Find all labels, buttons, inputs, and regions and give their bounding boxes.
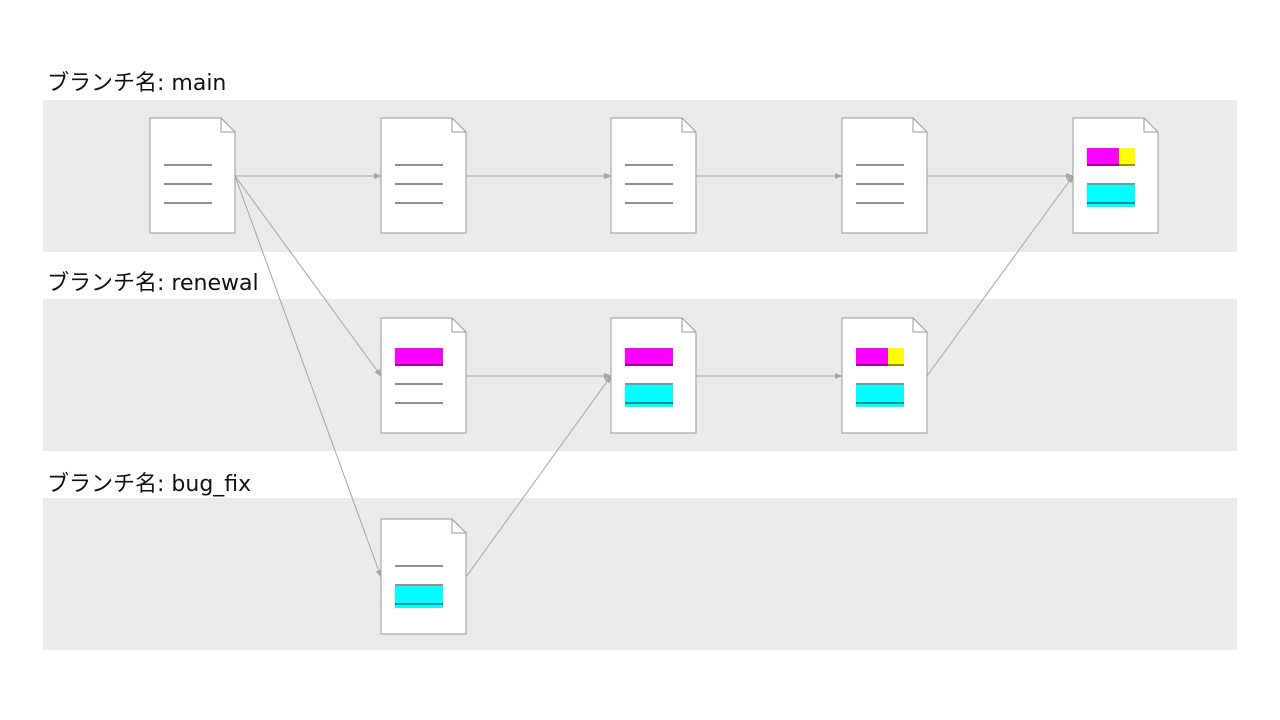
document-main-2 [380, 117, 467, 234]
document-page-icon [1072, 117, 1159, 234]
page-fold [681, 118, 696, 133]
highlight-magenta [856, 348, 888, 366]
document-main-3 [610, 117, 697, 234]
highlight-magenta [1087, 148, 1119, 166]
highlight-cyan [856, 385, 904, 407]
document-page-icon [841, 317, 928, 434]
highlight-cyan [625, 385, 673, 407]
highlight-magenta [395, 348, 443, 366]
document-bug_fix-1 [380, 518, 467, 635]
page-fold [912, 318, 927, 333]
page-fold [220, 118, 235, 133]
highlight-yellow [1119, 148, 1135, 166]
page-fold [681, 318, 696, 333]
document-renewal-1 [380, 317, 467, 434]
document-page-icon [610, 317, 697, 434]
document-renewal-2 [610, 317, 697, 434]
edges-layer [234, 173, 1074, 578]
branch-label-renewal: ブランチ名: renewal [47, 271, 259, 296]
document-page-icon [380, 317, 467, 434]
edge-main-1-to-renewal-1 [234, 175, 382, 377]
highlight-yellow [888, 348, 904, 366]
highlight-cyan [395, 586, 443, 608]
document-main-4 [841, 117, 928, 234]
edge-renewal-3-to-main-5 [926, 175, 1074, 377]
document-renewal-3 [841, 317, 928, 434]
page-fold [1143, 118, 1158, 133]
document-page-icon [380, 518, 467, 635]
edge-main-1-to-bug_fix-1 [234, 175, 382, 578]
branch-label-bug-fix: ブランチ名: bug_fix [47, 472, 252, 497]
page-fold [912, 118, 927, 133]
page-fold [451, 118, 466, 133]
edge-bug_fix-1-to-renewal-2 [465, 375, 612, 578]
branch-label-main: ブランチ名: main [47, 71, 227, 96]
page-fold [451, 519, 466, 534]
document-main-1 [149, 117, 236, 234]
page-fold [451, 318, 466, 333]
highlight-magenta [625, 348, 673, 366]
highlight-cyan [1087, 185, 1135, 207]
document-page-icon [841, 117, 928, 234]
document-page-icon [149, 117, 236, 234]
lane-bug-fix [43, 498, 1237, 650]
document-main-5 [1072, 117, 1159, 234]
document-page-icon [380, 117, 467, 234]
document-page-icon [610, 117, 697, 234]
documents-layer [149, 117, 1159, 635]
